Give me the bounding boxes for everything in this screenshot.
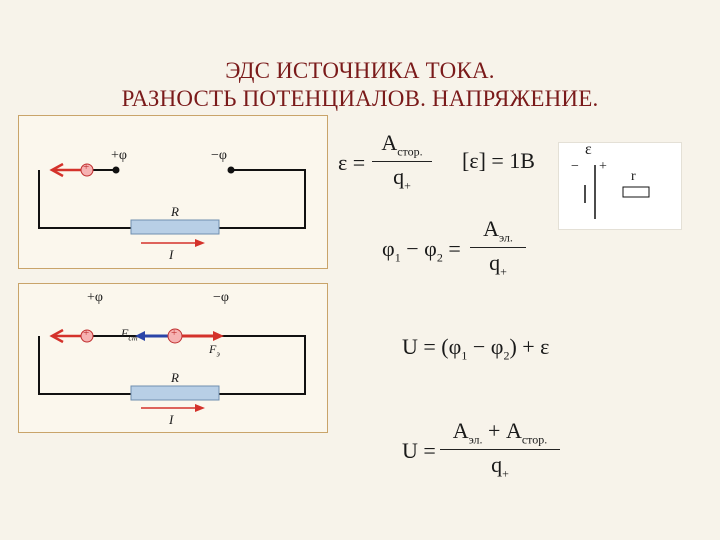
circuit-1-drawing: [38, 162, 306, 247]
charge-circle-left: [80, 329, 94, 343]
potential-minus-label: −φ: [213, 290, 229, 305]
wire-right: [219, 169, 306, 229]
terminal-plus: [112, 166, 120, 174]
plus-sign: +: [599, 159, 607, 174]
slide-title-line2: РАЗНОСТЬ ПОТЕНЦИАЛОВ. НАПРЯЖЕНИЕ.: [121, 86, 599, 111]
current-label: I: [169, 247, 174, 262]
force-el-arrow-head: [213, 331, 224, 341]
force-arrow-left-head: [49, 328, 64, 344]
source-symbol-box: ε − + r: [558, 141, 682, 230]
resistor-label: R: [171, 370, 179, 385]
current-arrow-head: [195, 404, 205, 412]
charge-sign-left: +: [83, 327, 90, 339]
wire-left: [38, 336, 131, 395]
potential-plus-label: +φ: [111, 148, 127, 163]
wire-left: [38, 170, 131, 229]
formula-emf-lhs: ε =: [338, 150, 366, 175]
formula-phi-fraction: Aэл. q+: [470, 216, 526, 280]
emf-symbol: ε: [585, 141, 592, 158]
resistor: [130, 219, 220, 235]
wire-right: [219, 335, 306, 395]
force-ext-arrow-head: [135, 331, 145, 341]
formula-voltage-2-lhs: U =: [402, 438, 436, 463]
current-arrow-head: [195, 239, 205, 247]
resistor-label: R: [171, 204, 179, 219]
internal-resistance-label: r: [631, 169, 636, 184]
formula-emf-fraction: Aстор. q+: [372, 130, 432, 194]
internal-resistor: [622, 186, 650, 198]
slide-title-line1: ЭДС ИСТОЧНИКА ТОКА.: [225, 58, 495, 83]
force-arrow-head: [49, 162, 64, 178]
formula-phi-lhs: φ1 − φ2 =: [382, 236, 461, 265]
formula-emf-unit: [ε] = 1В: [462, 148, 535, 173]
potential-minus-label: −φ: [211, 148, 227, 163]
resistor: [130, 385, 220, 401]
circuit-panel-1: + +φ −φ R I: [18, 115, 328, 269]
terminal-minus: [227, 166, 235, 174]
current-label: I: [169, 412, 174, 427]
minus-sign: −: [571, 159, 579, 174]
circuit-panel-2: + + +φ −φ Fст Fэ R I: [18, 283, 328, 433]
force-el-label: Fэ: [209, 342, 220, 359]
charge-circle: [80, 163, 94, 177]
potential-plus-label: +φ: [87, 290, 103, 305]
formula-voltage-2-fraction: Aэл. + Aстор. q+: [440, 418, 560, 482]
charge-circle-mid: [167, 328, 183, 344]
charge-sign-mid: +: [171, 327, 178, 339]
circuit-2-drawing: [38, 328, 306, 412]
charge-sign: +: [83, 161, 90, 173]
formula-voltage-1: U = (φ1 − φ2) + ε: [402, 334, 550, 363]
force-ext-label: Fст: [121, 326, 138, 343]
source-symbol-drawing: [584, 165, 650, 219]
